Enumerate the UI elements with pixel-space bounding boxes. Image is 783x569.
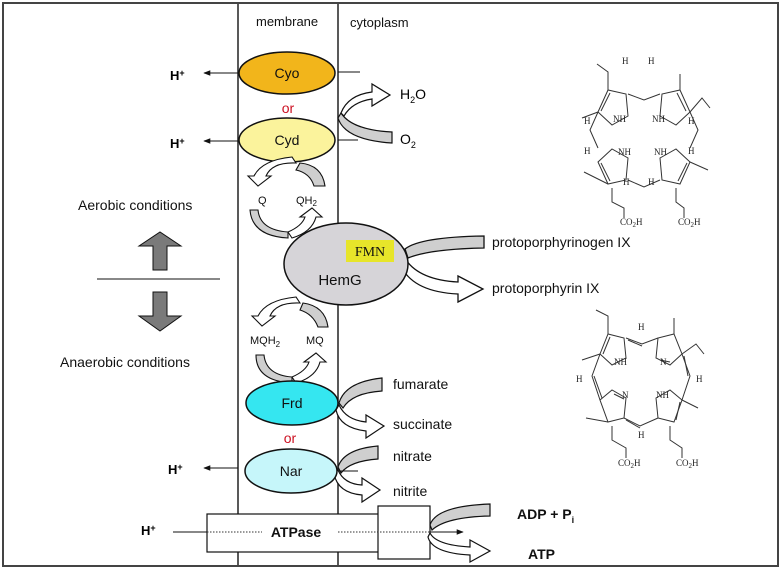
svg-text:H: H (623, 177, 630, 187)
atpase-f0-domain[interactable] (206, 513, 380, 553)
atp-output-arrow (427, 531, 492, 564)
cyo-enzyme[interactable] (238, 51, 336, 95)
cyd-label: Cyd (275, 132, 300, 148)
or-lower: or (284, 430, 297, 446)
or-upper: or (282, 100, 295, 116)
fumarate-label: fumarate (393, 376, 448, 392)
svg-text:CO2H: CO2H (618, 458, 641, 470)
svg-text:NH: NH (618, 147, 631, 157)
aerobic-label: Aerobic conditions (78, 197, 192, 213)
anaerobic-label: Anaerobic conditions (60, 354, 190, 370)
protoporphyrin-label: protoporphyrin IX (492, 280, 600, 296)
svg-text:NH: NH (614, 357, 627, 367)
q-reduction-arrow-gray (295, 162, 326, 187)
svg-text:NH: NH (654, 147, 667, 157)
svg-text:NH: NH (613, 114, 626, 124)
svg-text:CO2H: CO2H (678, 217, 701, 229)
oxygen-label: O2 (400, 131, 416, 150)
fumarate-input-arrow (338, 377, 383, 410)
mq-output-arrow (291, 352, 328, 384)
proton-label-atpase: H+ (141, 523, 156, 538)
mq-reduction-arrow-gray (299, 302, 329, 328)
q-label: Q (258, 195, 267, 207)
mqh2-output-arrow (250, 296, 302, 327)
adp-input-arrow (429, 503, 491, 532)
protoporphyrin-structure: H NH N H H N NH H CO2H CO2H (576, 309, 705, 470)
svg-text:H: H (584, 116, 591, 126)
water-label: H2O (400, 86, 426, 105)
hemg-enzyme[interactable] (283, 222, 409, 306)
aerobic-up-arrow[interactable] (137, 231, 183, 271)
protoporphyrinogen-structure: H H NH NH H H H H NH NH H H CO2H CO2H (581, 56, 711, 229)
membrane-label: membrane (256, 14, 318, 29)
svg-text:H: H (638, 322, 645, 332)
protoporphyrin-output-arrow (401, 258, 485, 304)
proton-label-cyd: H+ (170, 136, 185, 151)
svg-text:H: H (688, 116, 695, 126)
svg-text:H: H (584, 146, 591, 156)
svg-text:CO2H: CO2H (620, 217, 643, 229)
cytoplasm-label: cytoplasm (350, 15, 409, 30)
q-output-arrow (246, 156, 298, 187)
svg-text:H: H (648, 56, 655, 66)
anaerobic-down-arrow[interactable] (137, 291, 183, 332)
frd-enzyme[interactable] (245, 380, 339, 426)
fmn-cofactor-box (346, 240, 394, 262)
nar-enzyme[interactable] (244, 448, 338, 494)
hemg-label: HemG (318, 272, 361, 289)
svg-text:H: H (688, 146, 695, 156)
succinate-output-arrow (335, 403, 386, 440)
svg-text:H: H (696, 374, 703, 384)
svg-text:NH: NH (656, 390, 669, 400)
succinate-label: succinate (393, 416, 452, 432)
svg-text:N: N (622, 390, 629, 400)
svg-text:H: H (648, 177, 655, 187)
proton-label-cyo: H+ (170, 68, 185, 83)
oxygen-input-arrow (337, 111, 393, 144)
cyo-label: Cyo (275, 65, 300, 81)
atpase-label: ATPase (271, 524, 322, 540)
mq-label: MQ (306, 335, 324, 347)
qh2-output-arrow (287, 207, 324, 239)
fmn-label: FMN (355, 245, 385, 260)
svg-text:CO2H: CO2H (676, 458, 699, 470)
water-output-arrow (340, 82, 392, 117)
svg-text:H: H (622, 56, 629, 66)
proton-label-nar: H+ (168, 462, 183, 477)
qh2-label: QH2 (296, 195, 318, 208)
mqh2-label: MQH2 (250, 335, 281, 349)
protoporphyrinogen-label: protoporphyrinogen IX (492, 234, 631, 250)
nitrite-output-arrow (333, 468, 382, 504)
frd-label: Frd (282, 395, 303, 411)
nitrate-input-arrow (337, 445, 379, 475)
protoporphyrinogen-input-arrow (404, 235, 485, 259)
nar-label: Nar (280, 463, 303, 479)
atp-label: ATP (528, 546, 555, 562)
svg-text:H: H (638, 430, 645, 440)
nitrate-label: nitrate (393, 448, 432, 464)
adp-label: ADP + Pi (517, 506, 574, 525)
svg-text:H: H (576, 374, 583, 384)
svg-text:NH: NH (652, 114, 665, 124)
svg-text:N: N (660, 357, 667, 367)
q-input-arrow-gray (249, 209, 289, 239)
nitrite-label: nitrite (393, 483, 427, 499)
